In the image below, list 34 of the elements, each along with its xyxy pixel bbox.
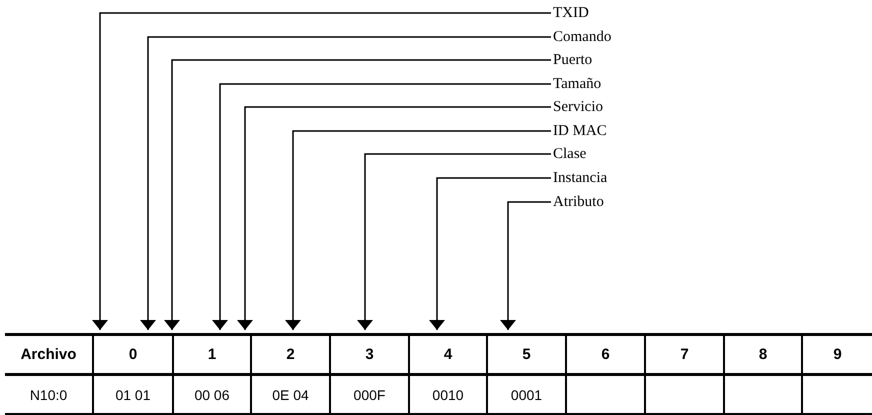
field-label: Atributo [553, 193, 604, 211]
header-cell: 2 [251, 334, 330, 374]
leader-arrow [212, 83, 551, 330]
field-label: Tamaño [553, 75, 602, 93]
field-label: Instancia [553, 169, 608, 187]
header-cell: 8 [724, 334, 802, 374]
table-cell: 01 01 [93, 374, 173, 414]
field-label: Servicio [553, 98, 603, 116]
table-cell: 000F [330, 374, 409, 414]
header-cell: 7 [645, 334, 724, 374]
leader-arrow [429, 177, 551, 330]
header-cell: 5 [487, 334, 566, 374]
field-label: ID MAC [553, 122, 607, 140]
header-cell: 6 [566, 334, 645, 374]
header-cell: 4 [409, 334, 487, 374]
header-cell: 9 [802, 334, 872, 374]
table-cell: 0001 [487, 374, 566, 414]
header-cell: 3 [330, 334, 409, 374]
leader-arrow [285, 130, 551, 330]
field-label: Puerto [553, 51, 592, 69]
table-cell: 0E 04 [251, 374, 330, 414]
header-cell: Archivo [5, 334, 93, 374]
field-label: Clase [553, 145, 586, 163]
table-cell: N10:0 [5, 374, 93, 414]
table-cell: 00 06 [173, 374, 251, 414]
leader-arrow [357, 153, 551, 330]
table-cell: 0010 [409, 374, 487, 414]
header-cell: 0 [93, 334, 173, 374]
header-cell: 1 [173, 334, 251, 374]
leader-arrow [237, 106, 551, 330]
leader-arrow [92, 12, 551, 330]
field-label: TXID [553, 4, 589, 22]
field-label: Comando [553, 28, 612, 46]
leader-arrow [500, 201, 551, 330]
